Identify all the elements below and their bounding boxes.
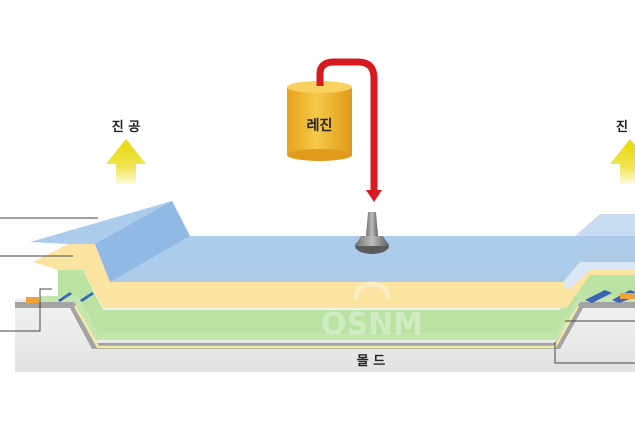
resin-drum: 레진 — [287, 81, 352, 161]
feed-arrowhead — [366, 190, 382, 202]
leader-line-seal-left — [0, 288, 52, 332]
left-edge-seal — [26, 292, 94, 303]
leader-lines — [0, 217, 635, 364]
vacuum-bag-film — [30, 201, 635, 290]
vacuum-arrow-left: 진 공 — [106, 119, 146, 184]
sealant-tape-left — [26, 297, 39, 303]
watermark: OSNM — [321, 281, 423, 342]
feed-tube — [316, 58, 378, 190]
release-sheet-edge — [73, 305, 580, 349]
up-arrow-icon — [610, 139, 635, 184]
bag-film-fold — [95, 201, 190, 282]
up-arrow-icon — [106, 139, 146, 184]
right-edge-seal — [585, 290, 635, 303]
vacuum-label-right: 진 — [616, 119, 628, 135]
bag-film-right-fold — [575, 214, 635, 236]
resin-label: 레진 — [307, 117, 333, 134]
drum-top — [287, 81, 352, 93]
spiral-tube-right-1 — [585, 290, 612, 303]
resin-inlet-nozzle — [355, 212, 389, 254]
nozzle-tip — [366, 212, 378, 236]
resin-feed-line — [316, 58, 382, 202]
drum-body — [287, 87, 352, 155]
bag-film-right-edge — [563, 262, 635, 290]
fabric-layer-bottom — [40, 296, 635, 340]
drum-bottom — [287, 149, 352, 161]
spiral-tube-left-2 — [80, 292, 94, 302]
spiral-tube-left-1 — [58, 292, 72, 302]
watermark-text: OSNM — [321, 307, 423, 342]
mold-label: 몰 드 — [357, 354, 385, 369]
sealant-tape-right — [620, 293, 635, 299]
vacuum-label-left: 진 공 — [112, 119, 140, 135]
fabric-layer — [58, 270, 635, 333]
leader-line-right-2 — [554, 342, 635, 364]
nozzle-collar — [355, 236, 389, 246]
vacuum-arrow-right: 진 — [610, 119, 635, 184]
watermark-logo-icon — [353, 281, 391, 301]
